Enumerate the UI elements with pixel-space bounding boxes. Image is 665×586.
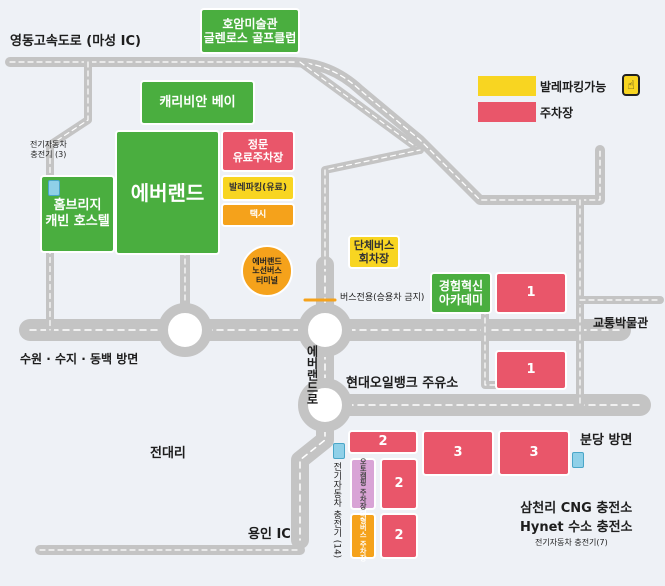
parking-lot-2a: 2: [348, 430, 418, 454]
expressway-label: 영동고속도로 (마성 IC): [10, 34, 141, 49]
roundabout-west: [158, 303, 212, 357]
bus-only-label: 버스전용(승용차 금지): [340, 293, 425, 303]
cng-station-label: 삼천리 CNG 충전소 Hynet 수소 충전소: [520, 501, 633, 535]
ev-charger-icon: [572, 452, 584, 468]
main-gate-parking: 정문 유료주차장: [221, 130, 295, 172]
legend-parking-swatch: [478, 102, 536, 122]
parking-lot-2c: 2: [380, 513, 418, 559]
bus-terminal: 에버랜드 노선버스 터미널: [252, 256, 282, 285]
ev-charger-top-label: 전기자동차 충전기 (3): [30, 140, 67, 159]
campground-parking: 오토캠핑 주차장: [350, 458, 376, 510]
hyundai-oilbank-label: 현대오일뱅크 주유소: [346, 376, 459, 391]
jeondae-ri-label: 전대리: [150, 446, 186, 461]
valet-paid: 발레파킹(유료): [221, 175, 295, 201]
ev-charger-icon: [333, 443, 345, 459]
roundabout-south: [298, 378, 352, 432]
legend-valet-label: 발레파킹가능: [540, 80, 607, 94]
everland-road-label: 에버랜드로: [305, 345, 319, 405]
bundang-direction-label: 분당 방면: [580, 433, 633, 448]
valet-hand-icon: ☝: [622, 74, 640, 96]
hoam-museum: 호암미술관 글렌로스 골프클럽: [200, 8, 300, 54]
suwon-direction-label: 수원 · 수지 · 동백 방면: [20, 352, 139, 366]
roads: [5, 57, 664, 555]
parking-lot-2b: 2: [380, 458, 418, 510]
bus-parking: 대형버스 주차장: [350, 510, 376, 562]
everland: 에버랜드: [115, 130, 220, 255]
academy: 경험혁신 아카데미: [430, 272, 492, 314]
bus-terminal-circle: [241, 245, 293, 297]
yongin-ic-label: 용인 IC: [248, 527, 291, 542]
group-bus-turnaround: 단체버스 회차장: [348, 235, 400, 269]
roundabout-center: [298, 303, 352, 357]
legend-valet-swatch: [478, 76, 536, 96]
parking-lot-1b: 1: [495, 350, 567, 390]
parking-lot-3a: 3: [422, 430, 494, 476]
ev-charger-icon: [48, 180, 60, 196]
ev-charger-left-label: 전기자동차 충전기 (14): [331, 462, 342, 559]
ev-charger-right-label: 전기자동차 충전기(7): [535, 538, 608, 547]
parking-lot-3b: 3: [498, 430, 570, 476]
transport-museum-label: 교통박물관: [593, 316, 649, 330]
parking-lot-1a: 1: [495, 272, 567, 314]
taxi-stand: 택시: [221, 203, 295, 227]
legend-parking-label: 주차장: [540, 106, 574, 120]
caribbean-bay: 캐리비안 베이: [140, 80, 255, 125]
